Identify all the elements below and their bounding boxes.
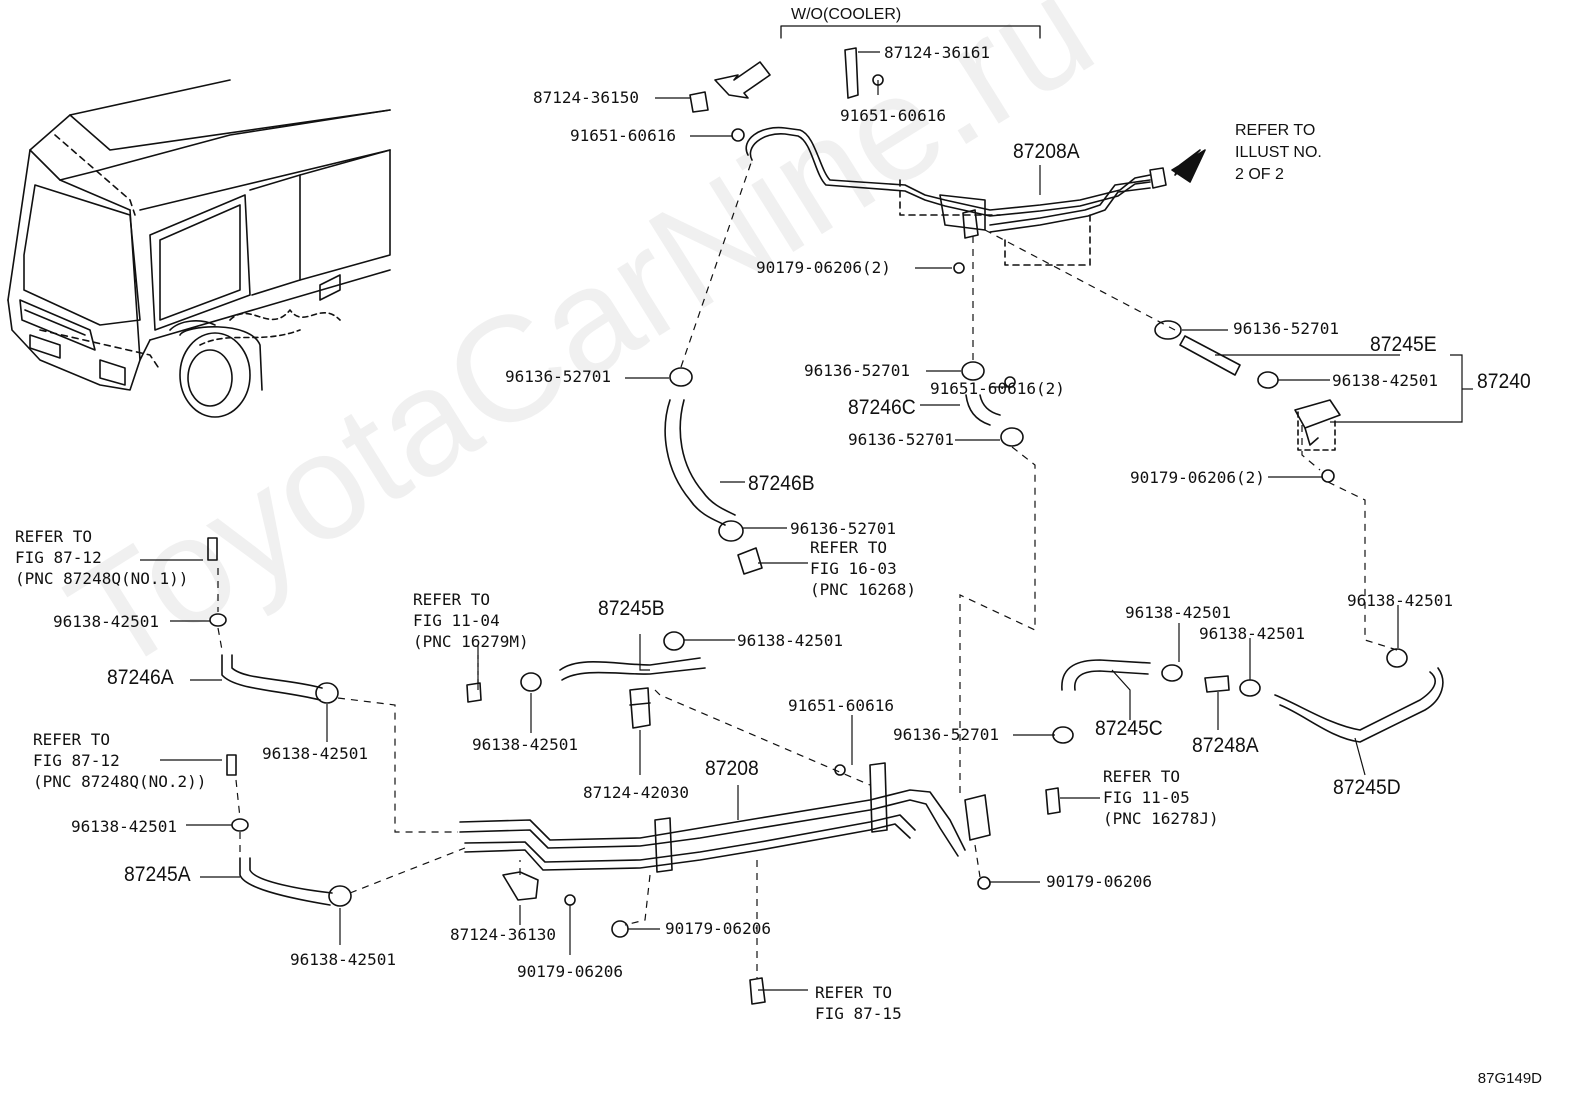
part-label: 96138-42501 bbox=[737, 631, 843, 650]
refer-fig-87-15-note: REFER TO FIG 87-15 bbox=[815, 983, 902, 1023]
part-label: 87240 bbox=[1477, 370, 1531, 393]
part-label: 87124-36161 bbox=[884, 43, 990, 62]
part-label: 96136-52701 bbox=[893, 725, 999, 744]
part-label: 87208 bbox=[705, 757, 759, 780]
part-label: 87208A bbox=[1013, 140, 1080, 163]
part-label: 87246A bbox=[107, 666, 174, 689]
part-label: 96138-42501 bbox=[262, 744, 368, 763]
refer-fig-11-05-note: REFER TO FIG 11-05 (PNC 16278J) bbox=[1103, 767, 1219, 828]
refer-fig-87-12-no2-note: REFER TO FIG 87-12 (PNC 87248Q(NO.2)) bbox=[33, 730, 207, 791]
part-label: 90179-06206 bbox=[517, 962, 623, 981]
refer-fig-87-12-no1-note: REFER TO FIG 87-12 (PNC 87248Q(NO.1)) bbox=[15, 527, 189, 588]
part-label: 87248A bbox=[1192, 734, 1259, 757]
part-label: 96138-42501 bbox=[1199, 624, 1305, 643]
part-label: 96136-52701 bbox=[804, 361, 910, 380]
part-label: 87245D bbox=[1333, 776, 1401, 799]
part-label: 90179-06206 bbox=[1046, 872, 1152, 891]
part-label: 91651-60616 bbox=[570, 126, 676, 145]
part-label: 87124-36150 bbox=[533, 88, 639, 107]
part-label: 91651-60616(2) bbox=[930, 379, 1065, 398]
part-label: 87124-36130 bbox=[450, 925, 556, 944]
part-label: 96136-52701 bbox=[1233, 319, 1339, 338]
part-label: 96138-42501 bbox=[53, 612, 159, 631]
part-label: 96138-42501 bbox=[472, 735, 578, 754]
part-label: 87246B bbox=[748, 472, 815, 495]
part-label: 96136-52701 bbox=[790, 519, 896, 538]
part-label: 87124-42030 bbox=[583, 783, 689, 802]
refer-illust-note: REFER TO ILLUST NO. 2 OF 2 bbox=[1235, 122, 1322, 183]
part-label: 87246C bbox=[848, 396, 916, 419]
part-label: 96138-42501 bbox=[1347, 591, 1453, 610]
pipe-87208 bbox=[459, 762, 991, 873]
pipe-87208A bbox=[745, 126, 1167, 239]
wo-cooler-note: W/O(COOLER) bbox=[791, 6, 902, 23]
part-label: 90179-06206(2) bbox=[1130, 468, 1265, 487]
part-label: 87245C bbox=[1095, 717, 1163, 740]
part-label: 87245A bbox=[124, 863, 191, 886]
vehicle-illustration bbox=[7, 79, 391, 418]
part-label: 96136-52701 bbox=[848, 430, 954, 449]
refer-fig-16-03-note: REFER TO FIG 16-03 (PNC 16268) bbox=[810, 538, 916, 599]
part-label: 91651-60616 bbox=[788, 696, 894, 715]
part-label: 96138-42501 bbox=[1125, 603, 1231, 622]
part-label: 91651-60616 bbox=[840, 106, 946, 125]
part-label: 90179-06206 bbox=[665, 919, 771, 938]
part-label: 96138-42501 bbox=[71, 817, 177, 836]
diagram-code: 87G149D bbox=[1477, 1070, 1542, 1087]
refer-fig-11-04-note: REFER TO FIG 11-04 (PNC 16279M) bbox=[413, 590, 529, 651]
part-label: 96136-52701 bbox=[505, 367, 611, 386]
part-label: 96138-42501 bbox=[290, 950, 396, 969]
part-label: 96138-42501 bbox=[1332, 371, 1438, 390]
part-label: 87245E bbox=[1370, 333, 1437, 356]
part-label: 90179-06206(2) bbox=[756, 258, 891, 277]
part-label: 87245B bbox=[598, 597, 665, 620]
